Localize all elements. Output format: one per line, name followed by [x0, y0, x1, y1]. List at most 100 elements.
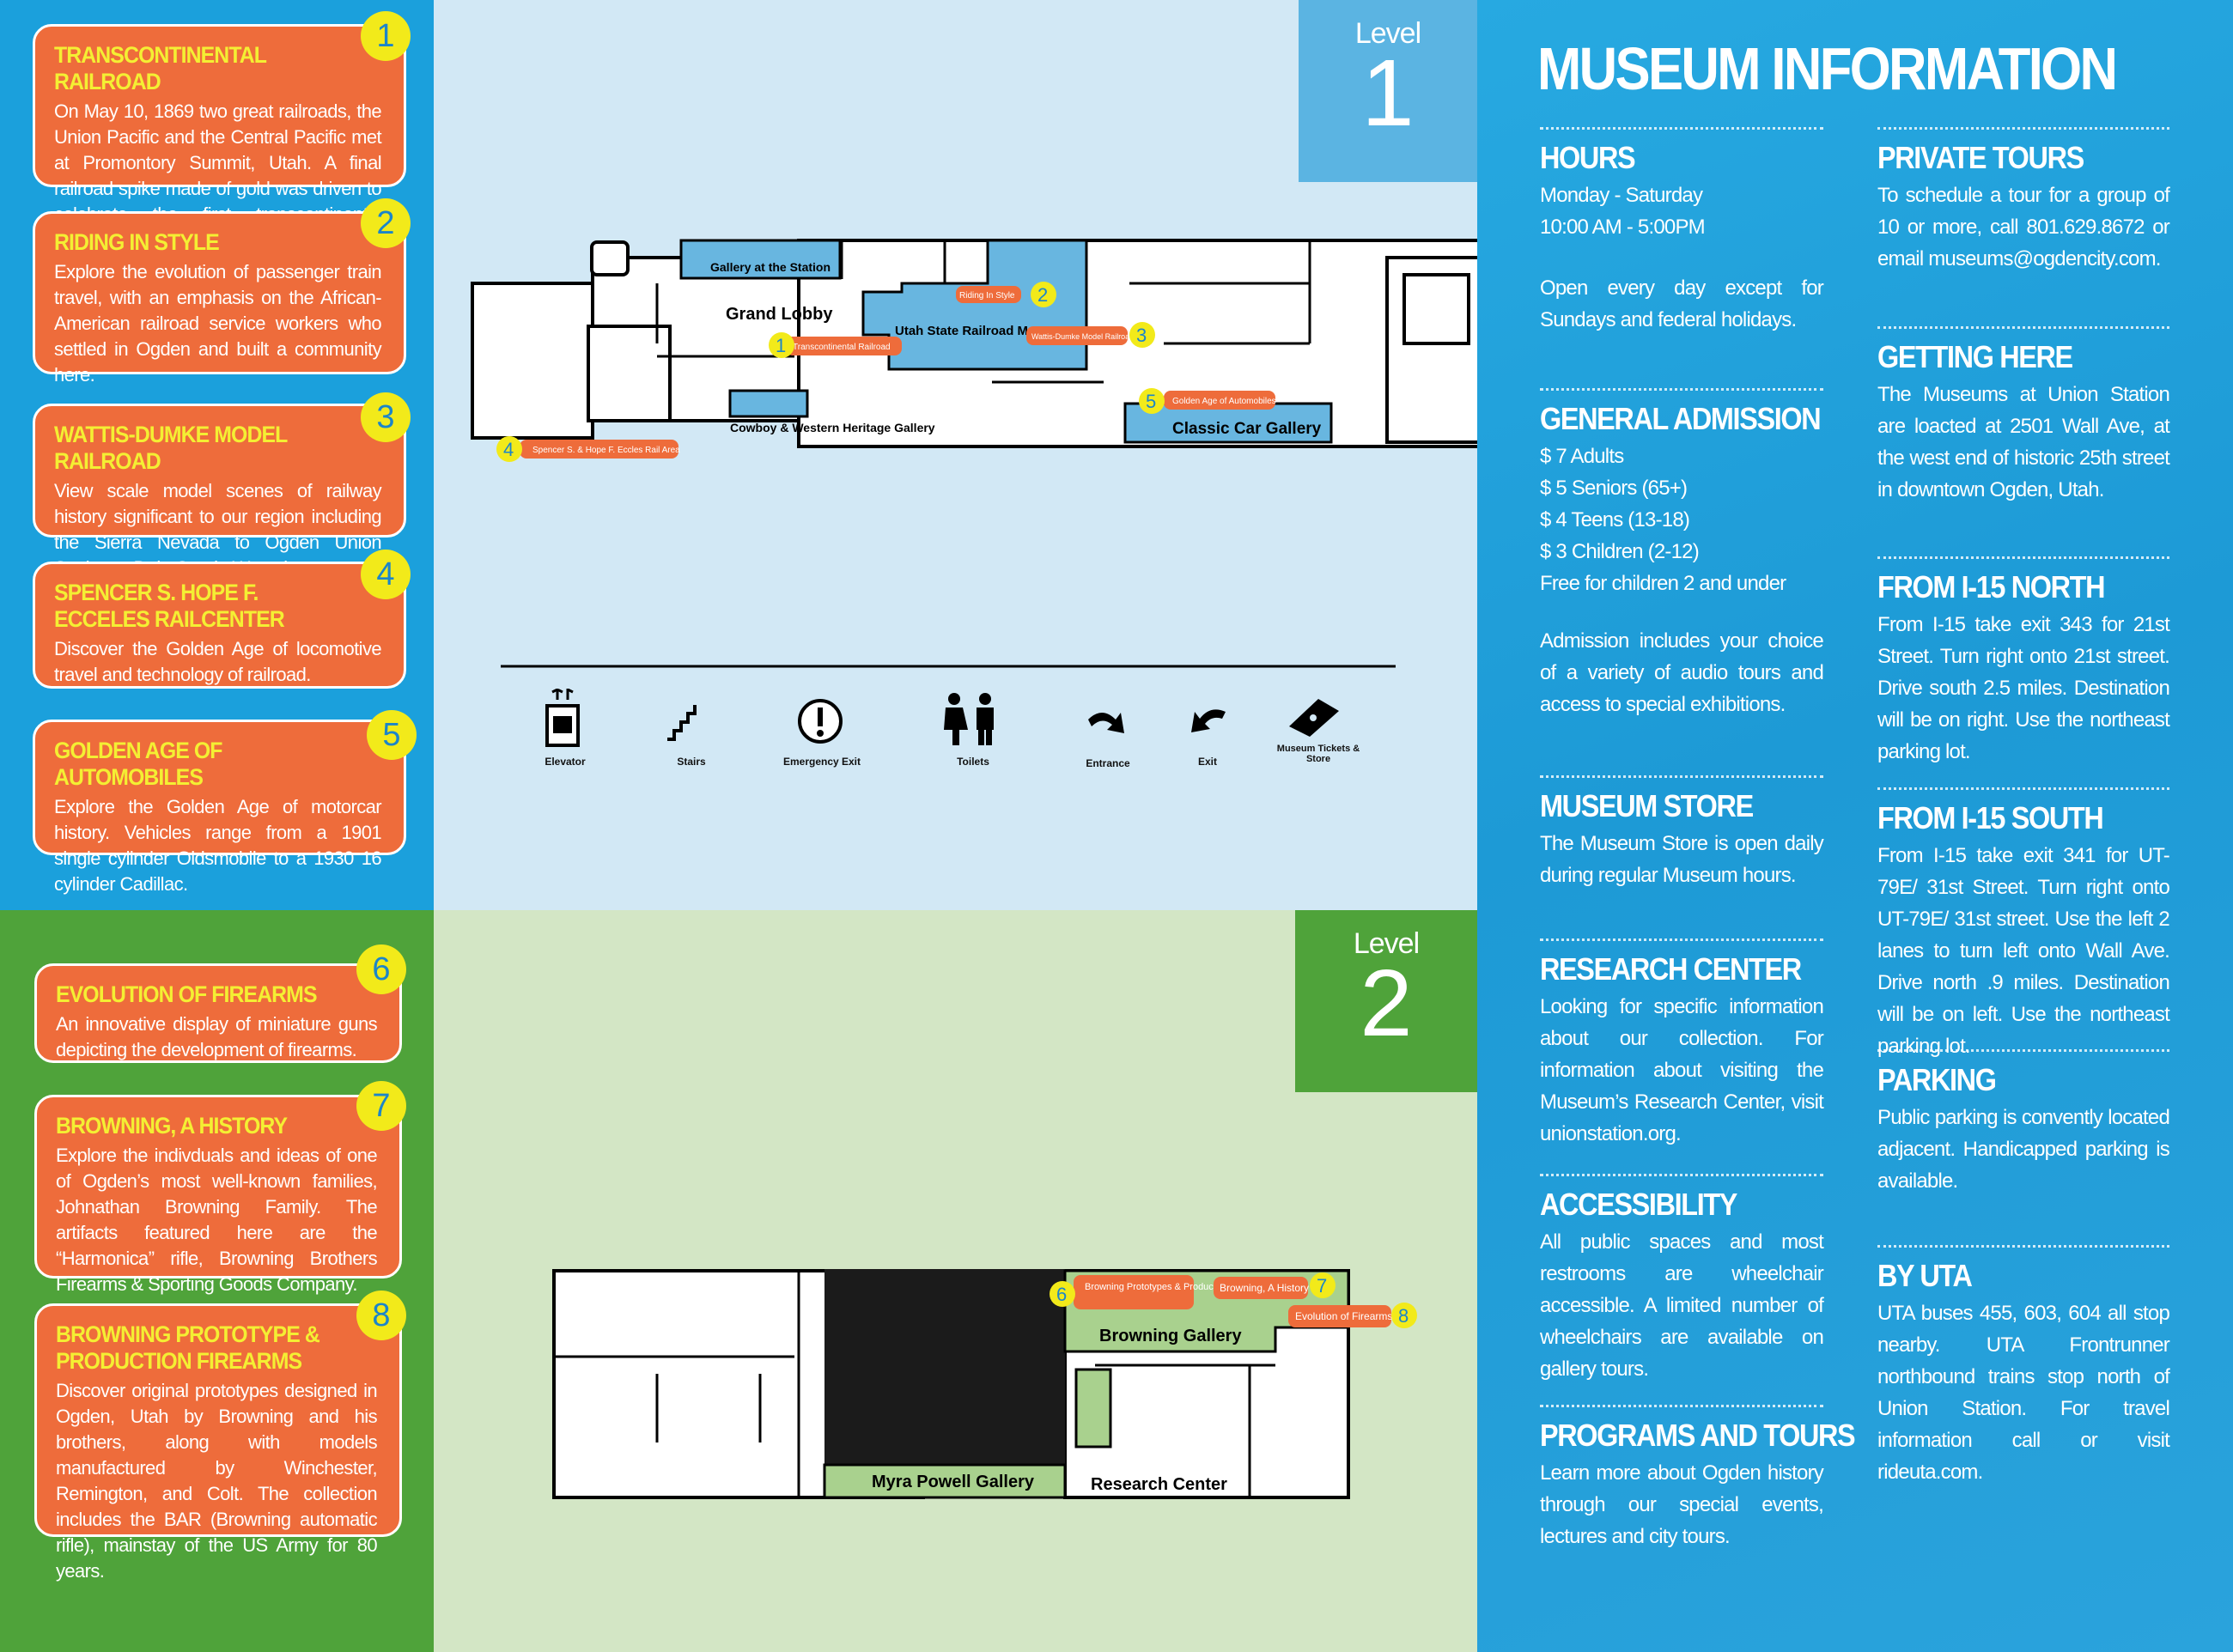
section-heading: HOURS: [1540, 140, 1636, 175]
price-line: $ 4 Teens (13-18): [1540, 508, 1690, 531]
map-tag: Browning, A History: [1220, 1282, 1309, 1294]
level-word: Level: [1353, 927, 1420, 960]
exhibit-number-badge: 1: [361, 11, 411, 61]
emergency-exit-icon: [796, 697, 844, 745]
exhibit-card-3[interactable]: WATTIS-DUMKE MODEL RAILROAD View scale m…: [33, 404, 406, 579]
section-private-tours: PRIVATE TOURS To schedule a tour for a g…: [1877, 127, 2170, 275]
level-2-badge: Level 2: [1295, 910, 1477, 1092]
section-text: Learn more about Ogden history through o…: [1540, 1461, 1824, 1548]
exhibit-number-badge: 4: [361, 550, 411, 599]
legend-label: Entrance: [1086, 757, 1130, 769]
admission-note: Admission includes your choice of a vari…: [1540, 629, 1824, 716]
exhibit-number-badge: 6: [356, 944, 406, 994]
section-text: From I-15 take exit 341 for UT-79E/ 31st…: [1877, 844, 2170, 1058]
room-label: Grand Lobby: [726, 305, 833, 324]
svg-text:6: 6: [1056, 1284, 1067, 1305]
room-label: Utah State Railroad Museum: [895, 324, 1069, 338]
legend-label: Museum Tickets & Store: [1276, 744, 1360, 764]
room-label: Cowboy & Western Heritage Gallery: [730, 421, 935, 434]
svg-text:1: 1: [776, 335, 786, 356]
exhibit-card-1[interactable]: TRANSCONTINENTAL RAILROAD On May 10, 186…: [33, 24, 406, 251]
section-heading: PROGRAMS AND TOURS: [1540, 1418, 1856, 1453]
section-heading: MUSEUM STORE: [1540, 788, 1754, 823]
legend-label: Emergency Exit: [782, 756, 861, 768]
ticket-icon: [1284, 697, 1344, 738]
svg-text:3: 3: [1136, 325, 1147, 346]
section-text: To schedule a tour for a group of 10 or …: [1877, 184, 2170, 270]
section-parking: PARKING Public parking is convently loca…: [1877, 1049, 2170, 1197]
legend-label: Elevator: [545, 756, 586, 768]
room-cowboy-gallery: [728, 389, 809, 418]
price-line: $ 7 Adults: [1540, 445, 1624, 468]
section-heading: PRIVATE TOURS: [1877, 140, 2084, 175]
exhibit-title: BROWNING, A HISTORY: [56, 1113, 288, 1139]
level-number: 2: [1360, 951, 1413, 1056]
section-heading: GETTING HERE: [1877, 339, 2073, 374]
section-admission: GENERAL ADMISSION $ 7 Adults $ 5 Seniors…: [1540, 388, 1824, 720]
room-gallery-at-station: [679, 239, 842, 280]
exhibit-title: GOLDEN AGE OF AUTOMOBILES: [54, 738, 222, 790]
level-word: Level: [1354, 17, 1421, 50]
svg-text:7: 7: [1317, 1275, 1327, 1297]
section-heading: ACCESSIBILITY: [1540, 1187, 1737, 1222]
exhibit-text: Explore the Golden Age of motorcar histo…: [54, 796, 382, 895]
svg-text:2: 2: [1037, 284, 1048, 306]
room-myra-powell: [823, 1463, 1067, 1499]
exhibit-title: EVOLUTION OF FIREARMS: [56, 981, 318, 1007]
map-tag: Evolution of Firearms: [1295, 1310, 1392, 1322]
section-text: Looking for specific information about o…: [1540, 995, 1824, 1145]
section-text: Public parking is convently located adja…: [1877, 1106, 2170, 1193]
section-from-north: FROM I-15 NORTH From I-15 take exit 343 …: [1877, 556, 2170, 768]
restaurant-icon: [590, 240, 630, 276]
section-heading: PARKING: [1877, 1062, 1997, 1097]
exhibit-number-badge: 5: [367, 710, 417, 760]
section-research: RESEARCH CENTER Looking for specific inf…: [1540, 938, 1824, 1150]
exhibit-title: WATTIS-DUMKE MODEL RAILROAD: [54, 422, 288, 474]
exhibit-number-badge: 2: [361, 198, 411, 248]
toilets-icon: [940, 692, 1001, 747]
hours-time: 10:00 AM - 5:00PM: [1540, 216, 1706, 239]
price-line: $ 3 Children (2-12): [1540, 540, 1700, 563]
exhibit-text: Discover original prototypes designed in…: [56, 1380, 378, 1582]
section-heading: FROM I-15 SOUTH: [1877, 800, 2104, 835]
level1-floor-plan: Gallery at the Station Grand Lobby Utah …: [471, 239, 1477, 668]
exhibit-card-4[interactable]: SPENCER S. HOPE F. ECCELES RAILCENTER Di…: [33, 562, 406, 689]
hours-note: Open every day except for Sundays and fe…: [1540, 276, 1824, 331]
room-label: Gallery at the Station: [710, 260, 831, 274]
section-getting-here: GETTING HERE The Museums at Union Statio…: [1877, 326, 2170, 506]
section-from-south: FROM I-15 SOUTH From I-15 take exit 341 …: [1877, 787, 2170, 1062]
exhibit-number-badge: 3: [361, 392, 411, 442]
hours-days: Monday - Saturday: [1540, 184, 1703, 207]
section-accessibility: ACCESSIBILITY All public spaces and most…: [1540, 1174, 1824, 1385]
section-programs: PROGRAMS AND TOURS Learn more about Ogde…: [1540, 1405, 1856, 1552]
room-label: Classic Car Gallery: [1172, 420, 1322, 438]
room-label: Browning Gallery: [1099, 1327, 1242, 1345]
exhibit-card-8[interactable]: BROWNING PROTOTYPE & PRODUCTION FIREARMS…: [34, 1303, 402, 1582]
price-line: Free for children 2 and under: [1540, 572, 1786, 595]
exhibit-card-2[interactable]: RIDING IN STYLE Explore the evolution of…: [33, 211, 406, 386]
exhibit-text: Discover the Golden Age of locomotive tr…: [54, 638, 382, 685]
section-heading: RESEARCH CENTER: [1540, 951, 1802, 987]
section-text: All public spaces and most restrooms are…: [1540, 1230, 1824, 1381]
exhibit-card-6[interactable]: EVOLUTION OF FIREARMS An innovative disp…: [34, 963, 402, 1063]
exhibit-card-5[interactable]: GOLDEN AGE OF AUTOMOBILES Explore the Go…: [33, 720, 406, 895]
section-text: UTA buses 455, 603, 604 all stop nearby.…: [1877, 1302, 2170, 1484]
elevator-icon: [545, 687, 580, 747]
room-label: Research Center: [1091, 1475, 1227, 1494]
myra-powell-dark-area: [824, 1269, 1065, 1465]
section-hours: HOURS Monday - Saturday 10:00 AM - 5:00P…: [1540, 127, 1824, 336]
section-store: MUSEUM STORE The Museum Store is open da…: [1540, 775, 1824, 891]
exhibit-card-7[interactable]: BROWNING, A HISTORY Explore the indivdua…: [34, 1095, 402, 1295]
exhibit-title: TRANSCONTINENTAL RAILROAD: [54, 42, 266, 94]
section-heading: FROM I-15 NORTH: [1877, 569, 2106, 604]
exhibit-title: RIDING IN STYLE: [54, 229, 220, 255]
map-tag: Wattis-Dumke Model Railroad: [1031, 332, 1134, 341]
level-1-badge: Level 1: [1299, 0, 1477, 182]
exhibit-number-badge: 8: [356, 1291, 406, 1340]
info-title: MUSEUM INFORMATION: [1537, 35, 2118, 102]
exhibit-title: SPENCER S. HOPE F. ECCELES RAILCENTER: [54, 580, 285, 632]
info-panel-background: [1477, 0, 2233, 1652]
legend-label: Exit: [1197, 756, 1217, 768]
svg-text:4: 4: [503, 439, 514, 460]
exhibit-number-badge: 7: [356, 1081, 406, 1131]
